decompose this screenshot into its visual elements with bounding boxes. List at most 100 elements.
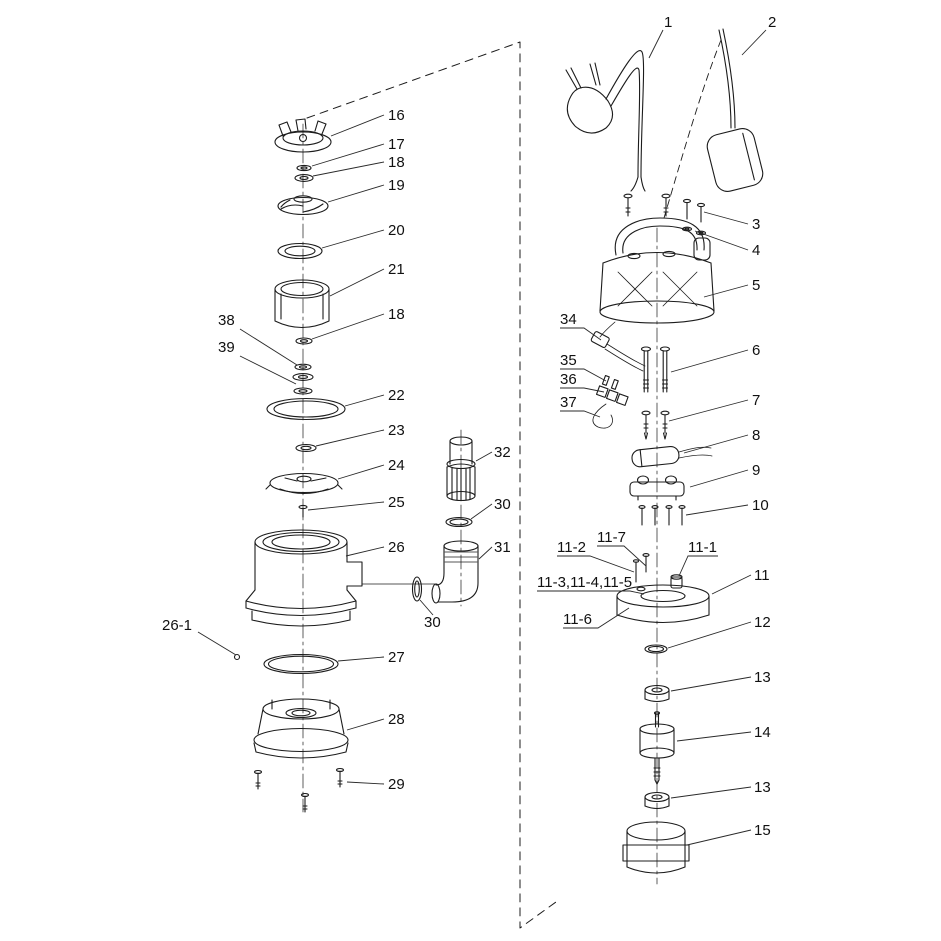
part-23-washer: [295, 443, 317, 453]
part-30-o-ring-upper: [445, 516, 473, 528]
leader-line-29: [346, 781, 385, 785]
part-label-4: 4: [752, 242, 760, 259]
leader-line-4: [694, 230, 749, 251]
part-29-screws: [253, 767, 345, 813]
leader-line-7: [668, 399, 749, 422]
leader-line-35: [560, 368, 607, 382]
part-label-14: 14: [754, 724, 771, 741]
part-label-22: 22: [388, 387, 405, 404]
part-20-seal-ring: [277, 242, 323, 260]
leader-line-30: [419, 599, 434, 616]
part-38-washer: [294, 363, 312, 371]
part-label-17: 17: [388, 136, 405, 153]
part-label-13: 13: [754, 669, 771, 686]
leader-line-27: [337, 656, 385, 662]
leader-line-23: [315, 429, 385, 447]
leader-line-9: [689, 469, 749, 488]
part-8-capacitor: [631, 445, 713, 468]
part-label-21: 21: [388, 261, 405, 278]
part-6-long-bolts: [640, 346, 671, 393]
part-label-28: 28: [388, 711, 405, 728]
part-label-9: 9: [752, 462, 760, 479]
leader-line-5: [703, 284, 749, 298]
part-label-30: 30: [424, 614, 441, 631]
leader-line-21: [329, 268, 385, 297]
leader-line-11-1: [678, 555, 718, 577]
part-19-impeller: [277, 195, 329, 216]
leader-line-11-7: [597, 545, 647, 567]
part-30-gasket-lower: [411, 576, 423, 602]
part-label-29: 29: [388, 776, 405, 793]
part-label-5: 5: [752, 277, 760, 294]
part-label-13: 13: [754, 779, 771, 796]
leader-line-11-2: [557, 555, 635, 573]
part-label-26: 26: [388, 539, 405, 556]
part-label-19: 19: [388, 177, 405, 194]
part-28-suction-base: [253, 698, 349, 759]
leader-line-31: [478, 546, 493, 560]
part-10-screws: [638, 505, 686, 526]
part-label-26-1: 26-1: [162, 617, 192, 634]
leader-line-32: [475, 451, 493, 462]
part-label-36: 36: [560, 371, 577, 388]
part-9-terminal-bracket: [629, 475, 685, 501]
part-label-8: 8: [752, 427, 760, 444]
leader-line-26-1: [197, 631, 237, 656]
part-7-screws: [641, 410, 670, 440]
part-label-39: 39: [218, 339, 235, 356]
leader-line-14: [676, 731, 752, 742]
part-label-11-6: 11-6: [563, 611, 592, 628]
part-14-rotor-shaft: [639, 711, 675, 785]
leader-line-18: [311, 313, 385, 340]
part-label-18: 18: [388, 306, 405, 323]
part-label-10: 10: [752, 497, 769, 514]
part-label-37: 37: [560, 394, 577, 411]
part-13-bearing-lower: [644, 791, 670, 810]
leader-line-1: [648, 29, 664, 59]
part-39-spring-washer: [292, 373, 314, 381]
part-37-earth-wire: [592, 403, 613, 429]
part-label-25: 25: [388, 494, 405, 511]
float-cable-routing-dashed: [663, 39, 722, 219]
part-label-6: 6: [752, 342, 760, 359]
part-36-terminal-block: [595, 385, 629, 406]
part-label-11-7: 11-7: [597, 529, 626, 546]
leader-line-11-3,11-4,11-5: [537, 590, 645, 595]
leader-line-13: [670, 786, 752, 799]
leader-line-38: [239, 328, 298, 366]
leader-line-22: [344, 394, 385, 407]
part-label-11-1: 11-1: [688, 539, 717, 556]
leader-line-11: [711, 574, 752, 595]
leader-line-28: [346, 718, 385, 731]
callout-layer: 161718192021183839222324252626-127282932…: [162, 14, 776, 846]
part-18-nut: [294, 174, 314, 182]
part-15-motor-canister: [622, 821, 690, 874]
part-label-27: 27: [388, 649, 405, 666]
part-27-o-ring: [263, 653, 339, 675]
part-label-30: 30: [494, 496, 511, 513]
part-1-power-cord-plug: [565, 50, 646, 192]
leader-line-10: [685, 504, 749, 516]
leader-line-36: [560, 387, 605, 393]
part-31-elbow-fitting: [431, 540, 479, 604]
leader-line-37: [560, 410, 601, 418]
part-21-seal-housing-cup: [274, 279, 330, 329]
leader-line-8: [683, 434, 749, 454]
part-34-cable-connector: [590, 321, 646, 372]
part-label-12: 12: [754, 614, 771, 631]
leader-line-17: [311, 143, 385, 167]
part-label-34: 34: [560, 311, 577, 328]
leader-line-25: [307, 501, 385, 511]
part-26-pump-housing: [245, 529, 438, 627]
leader-line-16: [330, 114, 385, 137]
part-label-18: 18: [388, 154, 405, 171]
leader-line-24: [337, 464, 385, 480]
part-label-1: 1: [664, 14, 672, 31]
part-2-float-switch: [706, 28, 764, 192]
part-26-1-drain-plug: [233, 653, 241, 661]
leader-line-2: [741, 29, 767, 56]
part-label-35: 35: [560, 352, 577, 369]
leader-line-30: [470, 503, 493, 520]
